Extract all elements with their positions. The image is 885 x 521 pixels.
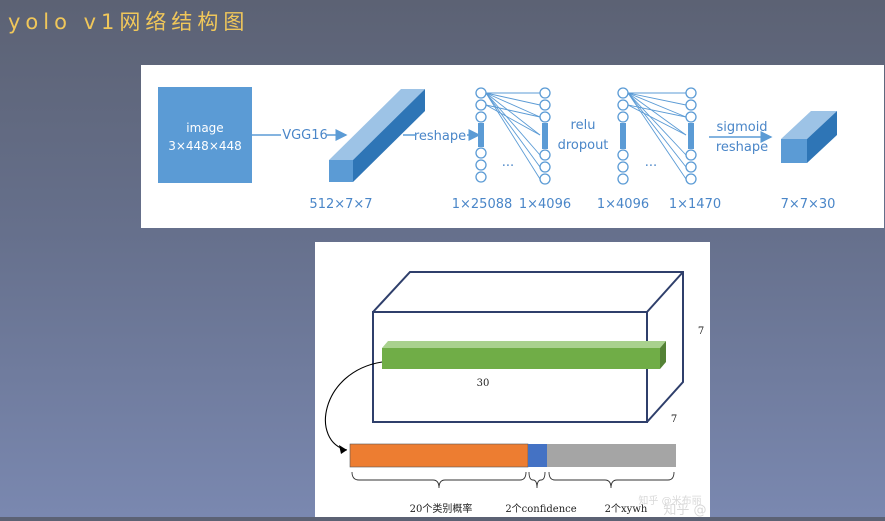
output-cube	[781, 111, 837, 163]
output-tensor-diagram: 30 7 7 20个类别概率 2个confidence 2个xywh 知乎 @米…	[325, 271, 707, 518]
flatten-layer	[475, 87, 487, 183]
fc2-ellipsis: ...	[645, 155, 657, 170]
side-label-top: 7	[698, 326, 704, 337]
input-dims: 3×448×448	[168, 139, 242, 153]
feature-map-block	[329, 89, 425, 182]
reshape2-label: reshape	[716, 140, 768, 155]
confidence-label: 2个confidence	[505, 503, 576, 515]
segment-braces	[351, 471, 675, 489]
output-dims: 7×7×30	[781, 197, 836, 212]
feature-map-dims: 512×7×7	[309, 197, 372, 212]
flatten-ellipsis: ...	[502, 155, 514, 170]
output-tensor-panel: 30 7 7 20个类别概率 2个confidence 2个xywh 知乎 @米…	[315, 242, 710, 518]
vgg16-label: VGG16	[282, 128, 328, 143]
input-image-box	[158, 87, 252, 183]
fc2-connections	[627, 92, 687, 180]
reshape-label: reshape	[414, 129, 466, 144]
fc1-input-dims: 1×4096	[597, 197, 649, 212]
xywh-segment	[547, 444, 676, 467]
fc1-dims: 1×4096	[519, 197, 571, 212]
class-prob-segment	[349, 443, 529, 468]
network-diagram: image 3×448×448 VGG16 512×7×7 reshape	[158, 87, 837, 212]
depth-label: 30	[477, 378, 490, 389]
class-prob-label: 20个类别概率	[410, 502, 473, 515]
watermark-line2: 知乎 @	[663, 502, 706, 517]
slide-title: yolo v1网络结构图	[8, 10, 250, 34]
cell-vector-bar	[382, 341, 666, 369]
expand-arrow	[325, 361, 383, 451]
fc2-dims: 1×1470	[669, 197, 721, 212]
flatten-dims: 1×25088	[452, 197, 513, 212]
xywh-label: 2个xywh	[605, 503, 648, 515]
watermark-line1: 知乎 @米布丽	[638, 494, 701, 507]
dropout-label: dropout	[558, 138, 609, 153]
relu-label: relu	[571, 118, 596, 133]
fc1-connections	[485, 92, 541, 180]
network-diagram-panel: image 3×448×448 VGG16 512×7×7 reshape	[141, 65, 884, 228]
confidence-segment	[528, 444, 547, 467]
input-label: image	[186, 121, 223, 135]
sigmoid-label: sigmoid	[716, 120, 767, 135]
side-label-bottom: 7	[671, 414, 677, 425]
fc1-input-layer	[617, 87, 629, 185]
